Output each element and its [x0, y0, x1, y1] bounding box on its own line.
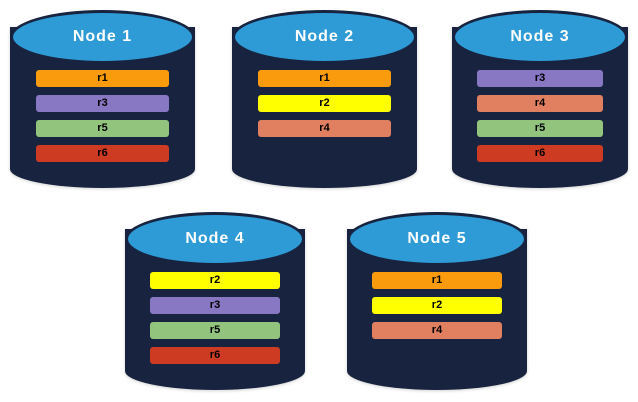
record-bar-r2[interactable]: r2 [257, 95, 392, 112]
database-node-5[interactable]: Node 5 r1 r2 r4 [347, 212, 527, 390]
database-node-3[interactable]: Node 3 r3 r4 r5 r6 [452, 10, 628, 188]
cylinder-top-disc: Node 3 [452, 10, 628, 64]
record-bar-r2[interactable]: r2 [372, 297, 502, 314]
record-list: r2 r3 r5 r6 [125, 272, 305, 364]
cylinder-icon: Node 3 r3 r4 r5 r6 [452, 10, 628, 188]
cylinder-icon: Node 1 r1 r3 r5 r6 [10, 10, 195, 188]
record-list: r1 r3 r5 r6 [10, 70, 195, 162]
node-label: Node 5 [407, 230, 467, 247]
node-label: Node 4 [185, 230, 245, 247]
cylinder-top-disc: Node 1 [10, 10, 195, 64]
record-bar-r6[interactable]: r6 [35, 145, 170, 162]
record-bar-r1[interactable]: r1 [372, 272, 502, 289]
record-bar-r3[interactable]: r3 [476, 70, 604, 87]
record-bar-r1[interactable]: r1 [257, 70, 392, 87]
node-label: Node 2 [294, 28, 355, 45]
record-bar-r4[interactable]: r4 [372, 322, 502, 339]
record-bar-r5[interactable]: r5 [476, 120, 604, 137]
record-bar-r6[interactable]: r6 [150, 347, 280, 364]
database-node-4[interactable]: Node 4 r2 r3 r5 r6 [125, 212, 305, 390]
database-node-2[interactable]: Node 2 r1 r2 r4 [232, 10, 417, 188]
record-bar-r1[interactable]: r1 [35, 70, 170, 87]
record-list: r3 r4 r5 r6 [452, 70, 628, 162]
record-bar-r4[interactable]: r4 [257, 120, 392, 137]
record-bar-r4[interactable]: r4 [476, 95, 604, 112]
database-node-1[interactable]: Node 1 r1 r3 r5 r6 [10, 10, 195, 188]
record-bar-r5[interactable]: r5 [150, 322, 280, 339]
cylinder-top-disc: Node 4 [125, 212, 305, 266]
node-label: Node 3 [510, 28, 570, 45]
record-list: r1 r2 r4 [232, 70, 417, 137]
cylinder-icon: Node 4 r2 r3 r5 r6 [125, 212, 305, 390]
record-bar-r3[interactable]: r3 [150, 297, 280, 314]
record-list: r1 r2 r4 [347, 272, 527, 339]
record-bar-r3[interactable]: r3 [35, 95, 170, 112]
cylinder-icon: Node 5 r1 r2 r4 [347, 212, 527, 390]
cylinder-top-disc: Node 2 [232, 10, 417, 64]
node-label: Node 1 [72, 28, 133, 45]
record-bar-r6[interactable]: r6 [476, 145, 604, 162]
cylinder-icon: Node 2 r1 r2 r4 [232, 10, 417, 188]
record-bar-r5[interactable]: r5 [35, 120, 170, 137]
record-bar-r2[interactable]: r2 [150, 272, 280, 289]
cylinder-top-disc: Node 5 [347, 212, 527, 266]
